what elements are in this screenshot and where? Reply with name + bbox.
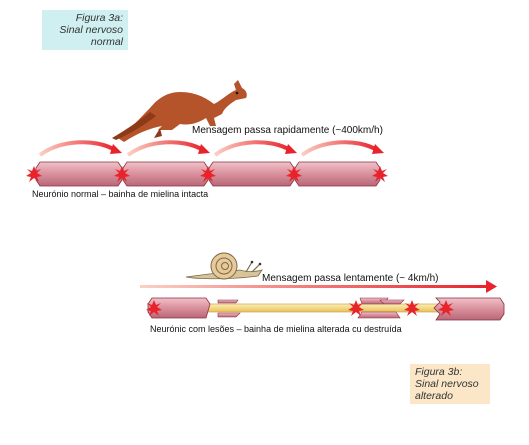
caption-title: Figura 3b:: [415, 366, 463, 378]
figure-3a-caption: Figura 3a: Sinal nervoso normal: [42, 10, 128, 50]
neuron-damaged-label: Neurónic com lesões – bainha de mielina …: [150, 324, 402, 334]
message-fast: Mensagem passa rapidamente (~400km/h): [192, 125, 383, 136]
neuron-normal-label: Neurónio normal – bainha de mielina inta…: [32, 189, 208, 199]
signal-arrows-fast: [38, 140, 384, 157]
figure-3b-caption: Figura 3b: Sinal nervoso alterado: [410, 364, 490, 404]
snail-icon: [185, 252, 263, 280]
caption-subtitle-2: alterado: [415, 390, 453, 402]
signal-arrow-slow: [140, 280, 497, 293]
caption-subtitle: Sinal nervoso: [59, 24, 123, 36]
caption-subtitle-2: normal: [90, 36, 123, 48]
caption-title: Figura 3a:: [75, 12, 123, 24]
message-slow: Mensagem passa lentamente (~ 4km/h): [262, 273, 438, 284]
kangaroo-icon: [112, 80, 247, 142]
neuron-normal: [26, 161, 388, 187]
caption-subtitle: Sinal nervoso: [415, 378, 479, 390]
neuron-damaged: [146, 297, 505, 321]
